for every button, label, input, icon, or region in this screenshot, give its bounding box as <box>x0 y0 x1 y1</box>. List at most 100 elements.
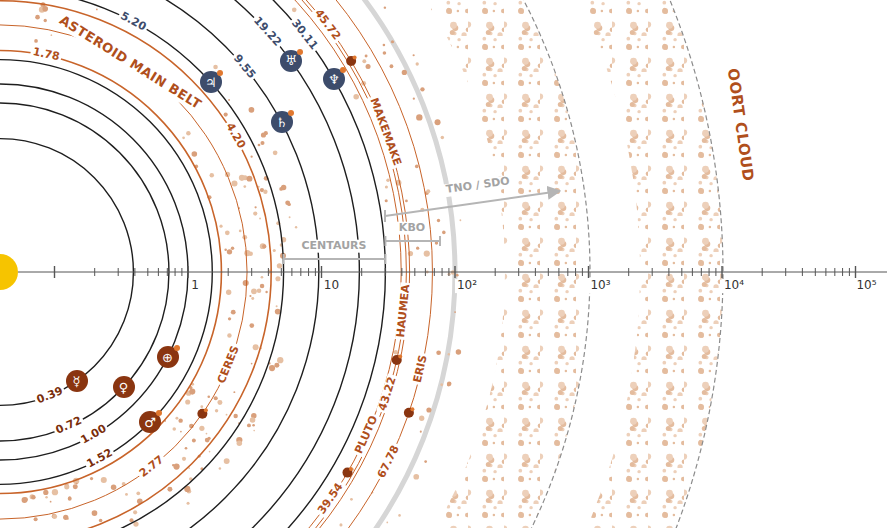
belt-dot <box>386 522 388 524</box>
moon-dot <box>353 56 357 60</box>
planet-symbol: ♂ <box>144 416 156 429</box>
axis-tick <box>558 268 559 276</box>
belt-dot <box>260 243 266 249</box>
belt-dot <box>277 263 282 268</box>
belt-dot <box>101 477 107 483</box>
belt-dot <box>173 463 179 469</box>
moon-dot <box>156 410 162 416</box>
belt-dot <box>426 407 431 412</box>
belt-dot <box>200 405 203 408</box>
axis-tick <box>228 268 229 276</box>
belt-dot <box>111 485 117 491</box>
planet-symbol: ♃ <box>205 76 217 89</box>
belt-dot <box>420 87 424 91</box>
sun <box>0 254 18 290</box>
belt-dot <box>285 200 290 205</box>
axis-tick <box>118 268 119 276</box>
axis-tick <box>454 266 455 278</box>
axis-label: 10² <box>455 279 479 293</box>
moon-dot <box>349 467 353 471</box>
belt-dot <box>228 317 231 320</box>
axis-tick <box>849 268 850 276</box>
belt-dot <box>34 39 38 43</box>
axis-tick <box>715 268 716 276</box>
planet-symbol: ⊕ <box>162 351 173 364</box>
belt-edge <box>0 1 271 528</box>
belt-dot <box>424 250 430 256</box>
belt-dot <box>249 323 254 328</box>
belt-dot <box>277 357 283 363</box>
belt-dot <box>456 349 461 354</box>
axis-tick <box>855 266 856 278</box>
orbit-label: 4.20 <box>222 120 249 153</box>
axis-tick <box>567 268 568 276</box>
axis-tick <box>187 266 188 278</box>
axis-tick <box>495 268 496 276</box>
belt-dot <box>454 311 456 313</box>
belt-dot <box>207 395 210 398</box>
belt-dot <box>447 381 452 386</box>
moon-dot <box>340 67 346 73</box>
belt-dot <box>413 98 415 100</box>
axis-tick <box>815 268 816 276</box>
belt-dot <box>250 156 252 158</box>
belt-dot <box>279 187 283 191</box>
planet-disc: ♀ <box>113 376 135 398</box>
bracket-end <box>384 236 386 246</box>
orbit-label: 2.77 <box>136 452 168 481</box>
belt-dot <box>192 438 196 442</box>
belt-dot <box>252 424 255 427</box>
belt-dot <box>447 383 451 387</box>
belt-dot <box>239 230 242 233</box>
dwarf-planet <box>197 409 207 419</box>
dwarf-planet <box>346 56 356 66</box>
axis-tick <box>434 268 435 276</box>
belt-dot <box>398 514 401 517</box>
belt-dot <box>167 487 172 492</box>
axis-tick <box>588 266 589 278</box>
belt-dot <box>390 64 394 68</box>
belt-dot <box>52 514 57 519</box>
axis-tick <box>652 268 653 276</box>
belt-dot <box>441 136 445 140</box>
belt-dot <box>257 288 262 293</box>
belt-dot <box>34 517 38 521</box>
bracket-end <box>439 236 441 246</box>
belt-dot <box>45 496 47 498</box>
belt-dot <box>353 94 359 100</box>
belt-dot <box>251 297 254 300</box>
moon-dot <box>217 70 223 76</box>
belt-dot <box>52 489 58 495</box>
axis-tick <box>385 268 386 276</box>
dwarf-orbit <box>0 0 406 528</box>
belt-dot <box>384 6 386 8</box>
planet-disc: ♄ <box>271 111 293 133</box>
moon-dot <box>410 407 414 411</box>
belt-dot <box>276 305 278 307</box>
belt-dot <box>231 180 237 186</box>
belt-dot <box>90 477 93 480</box>
axis-tick <box>401 268 402 276</box>
orbit-label: 5.20 <box>116 9 149 35</box>
belt-dot <box>226 414 228 416</box>
belt-dot <box>22 497 28 503</box>
belt-dot <box>383 44 386 47</box>
bracket-end <box>384 254 386 264</box>
belt-dot <box>249 295 251 297</box>
belt-dot <box>180 431 182 433</box>
belt-dot <box>362 59 366 63</box>
belt-dot <box>415 165 419 169</box>
planet-orbit <box>0 0 284 528</box>
axis-label: 10⁵ <box>854 279 878 293</box>
belt-dot <box>228 99 230 101</box>
belt-dot <box>231 310 236 315</box>
oort-band <box>0 0 590 528</box>
belt-dot <box>365 55 368 58</box>
belt-dot <box>208 437 211 440</box>
belt-dot <box>175 417 178 420</box>
belt-dot <box>182 457 186 461</box>
belt-dot <box>391 40 394 43</box>
belt-dot <box>92 510 98 516</box>
orbit-label: 9.55 <box>229 51 259 83</box>
